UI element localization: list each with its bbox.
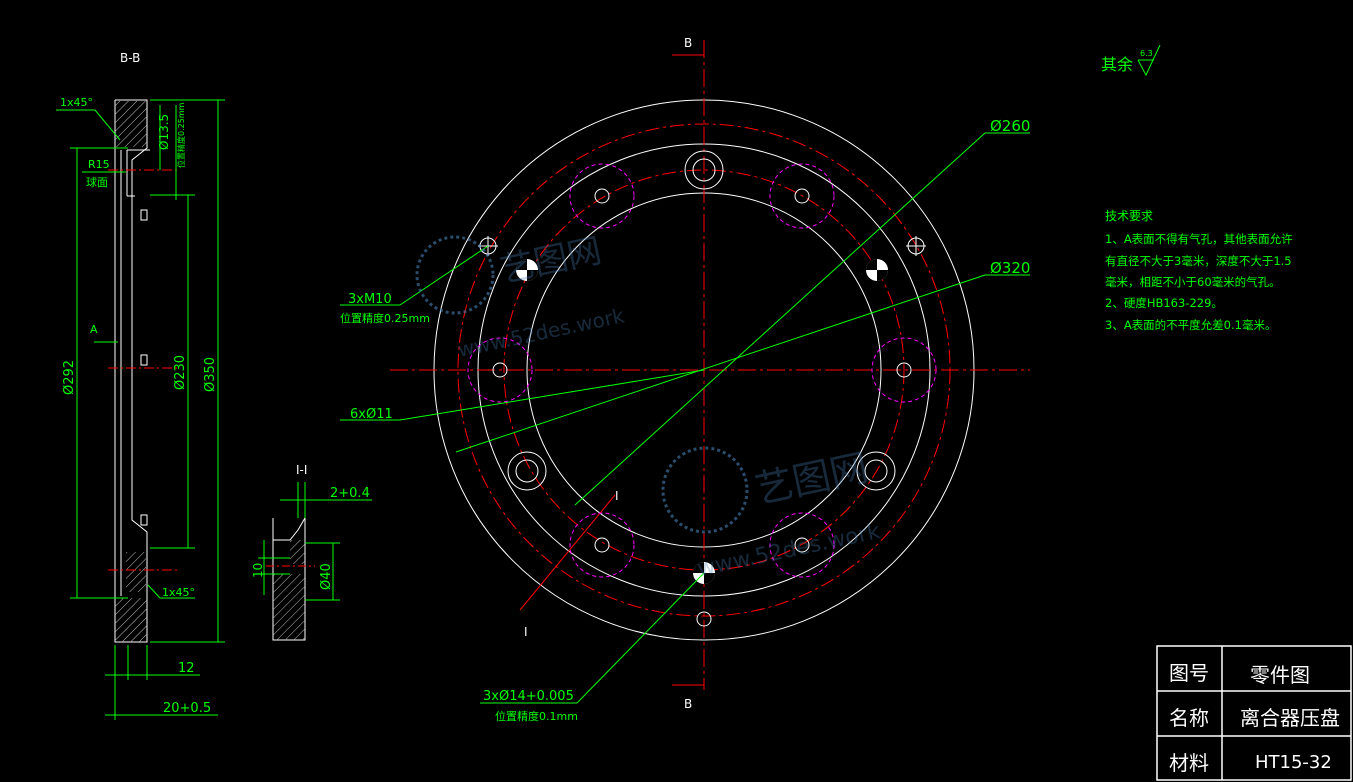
dim-13-5: Ø13.5 — [157, 114, 171, 150]
dim-12: 12 — [178, 661, 195, 676]
radius-label: R15 — [88, 158, 110, 171]
watermark-url: www.52des.work — [695, 519, 883, 582]
title-block: 图号 零件图 名称 离合器压盘 材料 HT15-32 — [1156, 645, 1352, 781]
tech-line: 3、A表面的不平度允差0.1毫米。 — [1105, 318, 1276, 332]
watermark-globe-icon — [415, 235, 495, 315]
section-mark-bottom: B — [684, 697, 692, 711]
dim-height: 10 — [251, 563, 265, 578]
surface-finish-label: 其余 — [1101, 55, 1133, 74]
dim-20: 20+0.5 — [163, 701, 211, 716]
dim-dia: Ø40 — [319, 563, 334, 590]
dim-320: Ø320 — [990, 259, 1030, 277]
title-row1-value: 零件图 — [1250, 663, 1310, 687]
label-m10-note: 位置精度0.25mm — [340, 311, 430, 325]
watermark-url: www.52des.work — [456, 303, 627, 362]
chamfer-top-label: 1x45° — [60, 96, 93, 109]
tech-title: 技术要求 — [1105, 209, 1153, 223]
surface-a-label: A — [90, 323, 98, 336]
label-14-note: 位置精度0.1mm — [495, 709, 578, 723]
radius-note: 球面 — [86, 175, 108, 189]
dim-230: Ø230 — [173, 355, 188, 390]
title-row2-label: 名称 — [1169, 706, 1209, 730]
title-row2-value: 离合器压盘 — [1240, 706, 1340, 730]
surface-finish-value: 6.3 — [1140, 49, 1153, 58]
section-title: B-B — [120, 51, 140, 65]
dim-260: Ø260 — [990, 117, 1030, 135]
dim-width: 2+0.4 — [330, 486, 370, 501]
surface-finish: 其余 6.3 — [1101, 44, 1161, 77]
section-hatch-bottom — [115, 598, 147, 642]
label-6x11: 6xØ11 — [350, 407, 393, 422]
watermark-globe-icon — [661, 446, 749, 534]
title-row3-value: HT15-32 — [1255, 752, 1332, 773]
section-hatch-mid — [126, 552, 146, 592]
dim-position-note: 位置精度0.25mm — [176, 102, 186, 168]
section-hatch-top — [115, 101, 147, 147]
watermark-2: 艺图网 www.52des.work — [661, 445, 883, 582]
dim-350: Ø350 — [203, 357, 218, 392]
tech-line: 有直径不大于3毫米，深度不大于1.5 — [1105, 254, 1292, 268]
section-mark-i-upper: I — [615, 489, 619, 503]
tech-requirements: 技术要求 1、A表面不得有气孔，其他表面允许 有直径不大于3毫米，深度不大于1.… — [1105, 209, 1293, 332]
tech-line: 毫米，相距不小于60毫米的气孔。 — [1105, 275, 1281, 289]
title-row1-label: 图号 — [1169, 661, 1209, 685]
chamfer-bottom-label: 1x45° — [162, 586, 195, 599]
watermark-1: 艺图网 www.52des.work — [415, 231, 627, 362]
label-14: 3xØ14+0.005 — [483, 689, 574, 704]
detail-title: I-I — [296, 463, 307, 477]
section-view-bb: B-B — [56, 51, 225, 720]
tech-line: 2、硬度HB163-229。 — [1105, 296, 1223, 310]
section-mark-i-lower: I — [524, 625, 528, 639]
section-mark-top: B — [684, 36, 692, 50]
main-view: B B I I Ø260 Ø320 3xM10 位置精度0.25mm 6xØ11… — [340, 36, 1030, 723]
label-m10: 3xM10 — [348, 292, 392, 307]
title-row3-label: 材料 — [1169, 751, 1209, 775]
dim-292: Ø292 — [62, 360, 77, 395]
detail-view-ii: I-I 2+0.4 10 Ø40 — [251, 463, 372, 641]
finish-symbol-icon — [1137, 44, 1161, 77]
tech-line: 1、A表面不得有气孔，其他表面允许 — [1105, 232, 1293, 246]
